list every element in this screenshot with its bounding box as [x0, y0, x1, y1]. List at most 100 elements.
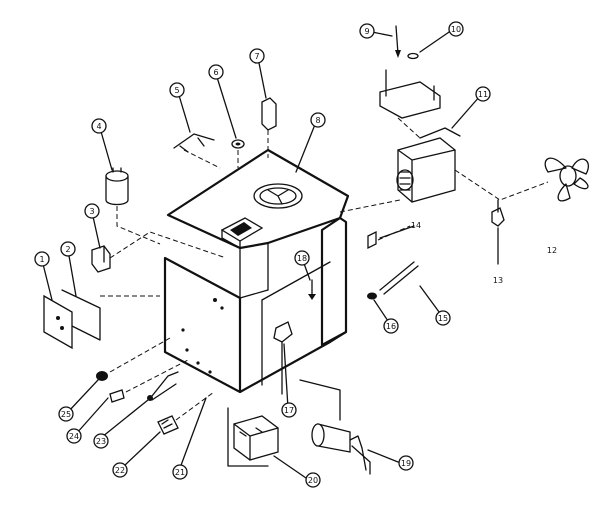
rod-15-edge	[383, 265, 419, 295]
callout-4-label: 4	[96, 122, 101, 131]
motor-end	[311, 423, 325, 447]
leader-24	[75, 397, 109, 435]
motor-bracket-13	[491, 207, 505, 227]
cord-23	[151, 371, 179, 397]
fan-blade-4	[573, 177, 589, 190]
gasket-2	[61, 289, 101, 341]
motor-wire-2	[351, 445, 371, 475]
fan-blades	[267, 189, 289, 205]
callout-17-label: 17	[284, 406, 294, 415]
switch-block-top	[230, 222, 252, 236]
callout-15-label: 15	[438, 314, 448, 323]
callout-12: 12	[547, 246, 557, 255]
transformer-assembly	[396, 127, 461, 203]
callout-7: 7	[249, 48, 265, 64]
capacitor-4	[105, 167, 129, 206]
washer-10	[407, 52, 419, 60]
screw-9-tip	[395, 50, 401, 58]
fan-circle-inner	[259, 187, 297, 205]
grommet-6-hole	[235, 142, 241, 146]
fan-blade-2	[571, 158, 589, 175]
transformer-20	[233, 415, 279, 461]
callout-5: 5	[169, 82, 185, 98]
cord-23-end	[147, 395, 153, 401]
capacitor-body	[105, 176, 129, 206]
nut-16	[367, 292, 377, 300]
callout-1-label: 1	[39, 255, 44, 264]
callout-24-label: 24	[69, 432, 79, 441]
callout-10: 10	[448, 21, 464, 37]
assembly-line	[454, 169, 549, 201]
assembly-line	[116, 206, 161, 245]
transformer-bracket	[419, 127, 461, 139]
knob-25	[96, 371, 108, 381]
leader-20	[273, 455, 307, 479]
switch-block-side	[221, 229, 241, 249]
leader-22	[123, 431, 161, 467]
motor-wire	[349, 435, 367, 471]
callout-23: 23	[93, 433, 109, 449]
callout-2: 2	[60, 241, 76, 257]
callout-9: 9	[359, 23, 375, 39]
plate-1-hole	[56, 316, 60, 320]
leader-14	[379, 225, 415, 239]
callout-14-label: 14	[411, 221, 421, 230]
capacitor-top	[105, 170, 129, 182]
leader-9	[371, 31, 393, 37]
callout-4: 4	[91, 118, 107, 134]
assembly-line	[175, 391, 215, 421]
callout-24: 24	[66, 428, 82, 444]
callout-14: 14	[411, 221, 421, 230]
assembly-line	[109, 231, 227, 259]
motor-19	[311, 423, 371, 475]
leader-21	[179, 397, 207, 469]
leader-25	[67, 379, 99, 413]
callout-19: 19	[398, 455, 414, 471]
callout-18-label: 18	[297, 254, 307, 263]
assembly-line	[299, 379, 341, 421]
cabinet-bottom-rail	[239, 331, 347, 393]
leader-10	[419, 29, 453, 53]
callout-13-label: 13	[493, 276, 503, 285]
assembly-lines	[100, 117, 549, 467]
cabinet-body	[163, 148, 350, 394]
transformer-20-slots	[239, 427, 263, 437]
callout-13: 13	[493, 276, 503, 285]
leader-lines	[41, 29, 499, 479]
transformer-edges	[397, 149, 456, 203]
leader-8	[295, 121, 317, 173]
fan-circle	[253, 183, 303, 209]
fan-blade	[544, 157, 589, 202]
leader-2	[67, 249, 77, 297]
callout-22: 22	[112, 462, 128, 478]
wire-clip-5	[173, 133, 215, 149]
callout-5-label: 5	[174, 86, 179, 95]
bracket-7	[261, 97, 277, 131]
assembly-line	[339, 199, 401, 213]
switch-17	[273, 321, 293, 343]
terminal-block-22-lines	[161, 419, 173, 429]
callout-20-label: 20	[308, 476, 318, 485]
callout-18: 18	[294, 250, 310, 266]
callout-12-label: 12	[547, 246, 557, 255]
fan-blade-1	[544, 157, 567, 173]
cabinet-inner-edge	[239, 289, 269, 299]
callout-22-label: 22	[115, 466, 125, 475]
assembly-line	[125, 359, 189, 393]
callout-19-label: 19	[401, 459, 411, 468]
callout-2-label: 2	[65, 245, 70, 254]
leader-15	[419, 285, 443, 317]
leader-1	[41, 259, 53, 301]
screw-hole	[196, 361, 200, 365]
screw-hole	[208, 370, 212, 374]
callout-10-label: 10	[451, 25, 461, 34]
transformer-20-edges	[233, 423, 279, 461]
callout-3-label: 3	[89, 207, 94, 216]
callout-25-label: 25	[61, 410, 71, 419]
wire-clip-5-legs	[179, 137, 205, 153]
plate-1-hole	[60, 326, 64, 330]
transformer-windings	[399, 171, 411, 191]
screw-18-head	[308, 294, 316, 300]
leader-17	[283, 343, 289, 409]
